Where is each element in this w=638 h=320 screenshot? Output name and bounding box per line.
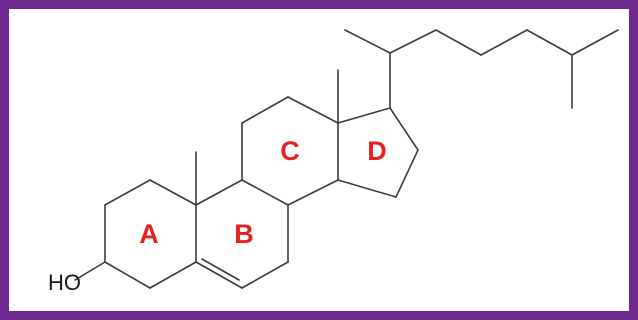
hydroxyl-bond xyxy=(74,261,106,281)
ring-label-d: D xyxy=(367,136,387,166)
side-chain-bonds xyxy=(344,29,619,109)
double-bond-inner-line xyxy=(201,258,240,281)
diagram-canvas xyxy=(9,9,629,311)
hydroxyl-label: HO xyxy=(48,270,81,295)
ring-label-b: B xyxy=(234,219,254,249)
ring-c-bonds xyxy=(241,96,339,206)
ring-a-bonds xyxy=(104,179,197,289)
ring-b-bonds xyxy=(195,179,289,289)
ring-d-bonds xyxy=(337,107,419,198)
ring-label-a: A xyxy=(139,219,159,249)
methyl-bonds xyxy=(195,69,339,206)
ring-label-c: C xyxy=(280,136,300,166)
